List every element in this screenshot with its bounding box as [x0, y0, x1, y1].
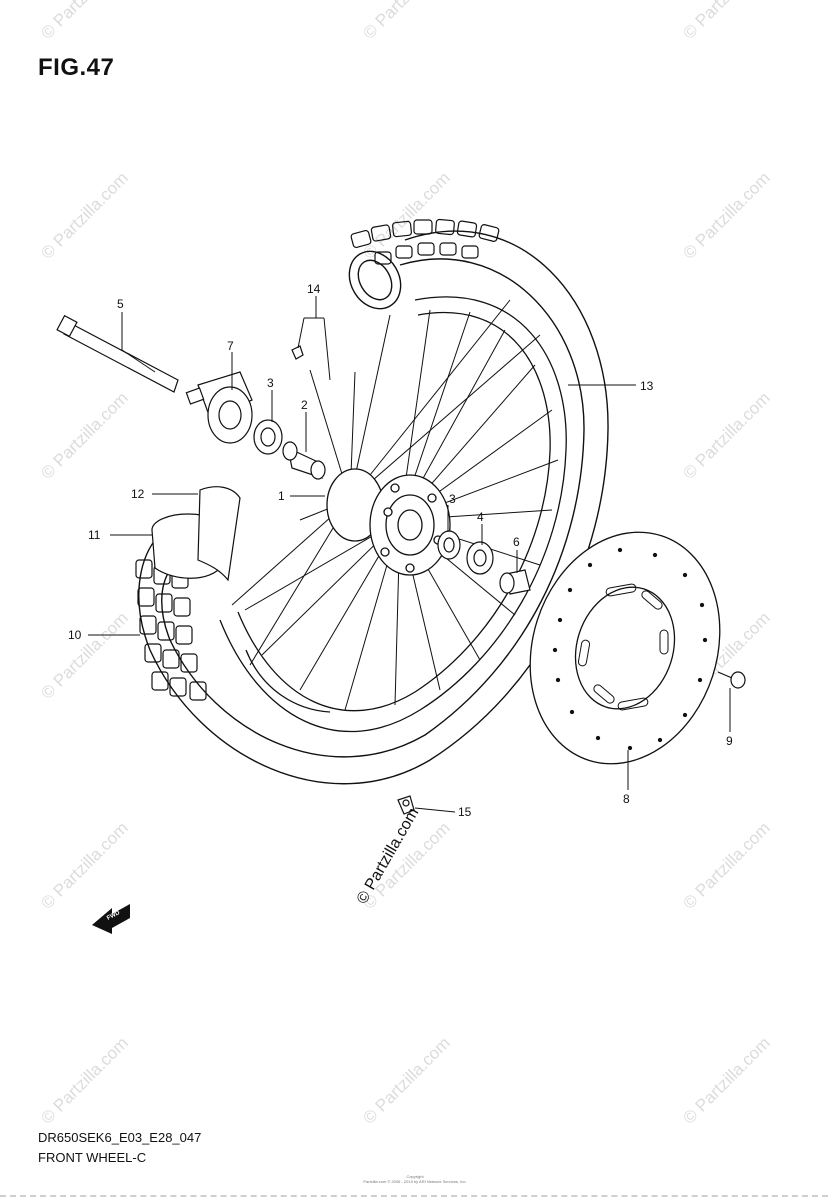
callout-1: 1 — [278, 489, 285, 503]
callout-3b: 3 — [449, 492, 456, 506]
watermark-text: © Partzilla.com — [679, 168, 773, 262]
bottom-divider — [0, 1195, 828, 1197]
bearing-left — [253, 419, 283, 455]
callout-6: 6 — [513, 535, 520, 549]
watermark-text: © Partzilla.com — [37, 388, 131, 482]
hub — [326, 468, 451, 576]
brake-disc — [529, 531, 721, 765]
copyright-credit: Copyright Partzilla.com © 2006 - 2019 by… — [355, 1174, 475, 1184]
callout-labels: 5 7 3 2 14 13 12 1 3 11 4 6 10 9 8 15 — [68, 282, 733, 819]
watermark-text: © Partzilla.com — [679, 818, 773, 912]
figure-title: FIG.47 — [38, 54, 115, 81]
watermark-text: © Partzilla.com — [679, 1033, 773, 1127]
figure-name: FRONT WHEEL-C — [38, 1150, 147, 1165]
callout-7: 7 — [227, 339, 234, 353]
watermark-text: © Partzilla.com — [359, 0, 453, 43]
watermark-text: © Partzilla.com — [37, 168, 131, 262]
callout-4: 4 — [477, 510, 484, 524]
watermark-text: © Partzilla.com — [37, 0, 131, 43]
watermark-text: © Partzilla.com — [37, 818, 131, 912]
credit-line-2: Partzilla.com © 2006 - 2019 by ARI Netwo… — [363, 1179, 467, 1184]
watermark-text: © Partzilla.com — [359, 1033, 453, 1127]
watermark-text: © Partzilla.com — [37, 608, 131, 702]
credit-line-1: Copyright — [406, 1174, 424, 1179]
watermark-text: © Partzilla.com — [679, 0, 773, 43]
callout-8: 8 — [623, 792, 630, 806]
model-code: DR650SEK6_E03_E28_047 — [38, 1130, 202, 1145]
callout-10: 10 — [68, 628, 82, 642]
rim-band — [197, 486, 241, 582]
collar — [499, 569, 531, 595]
callouts — [88, 296, 731, 813]
callout-11: 11 — [88, 528, 101, 542]
callout-12: 12 — [131, 487, 145, 501]
tire — [135, 218, 609, 785]
disc-bolt — [717, 671, 746, 689]
axle — [56, 314, 179, 393]
callout-13: 13 — [640, 379, 654, 393]
callout-14: 14 — [307, 282, 321, 296]
spoke-nipple — [291, 345, 304, 360]
forward-arrow: FWD — [92, 904, 130, 934]
callout-15: 15 — [458, 805, 472, 819]
speedometer-gearbox — [185, 371, 253, 444]
callout-5: 5 — [117, 297, 124, 311]
callout-2: 2 — [301, 398, 308, 412]
valve-cap — [397, 795, 415, 815]
watermark-text: © Partzilla.com — [37, 1033, 131, 1127]
bearing-right — [437, 530, 494, 575]
callout-3a: 3 — [267, 376, 274, 390]
spacer — [282, 441, 326, 480]
callout-9: 9 — [726, 734, 733, 748]
watermark-text: © Partzilla.com — [679, 388, 773, 482]
